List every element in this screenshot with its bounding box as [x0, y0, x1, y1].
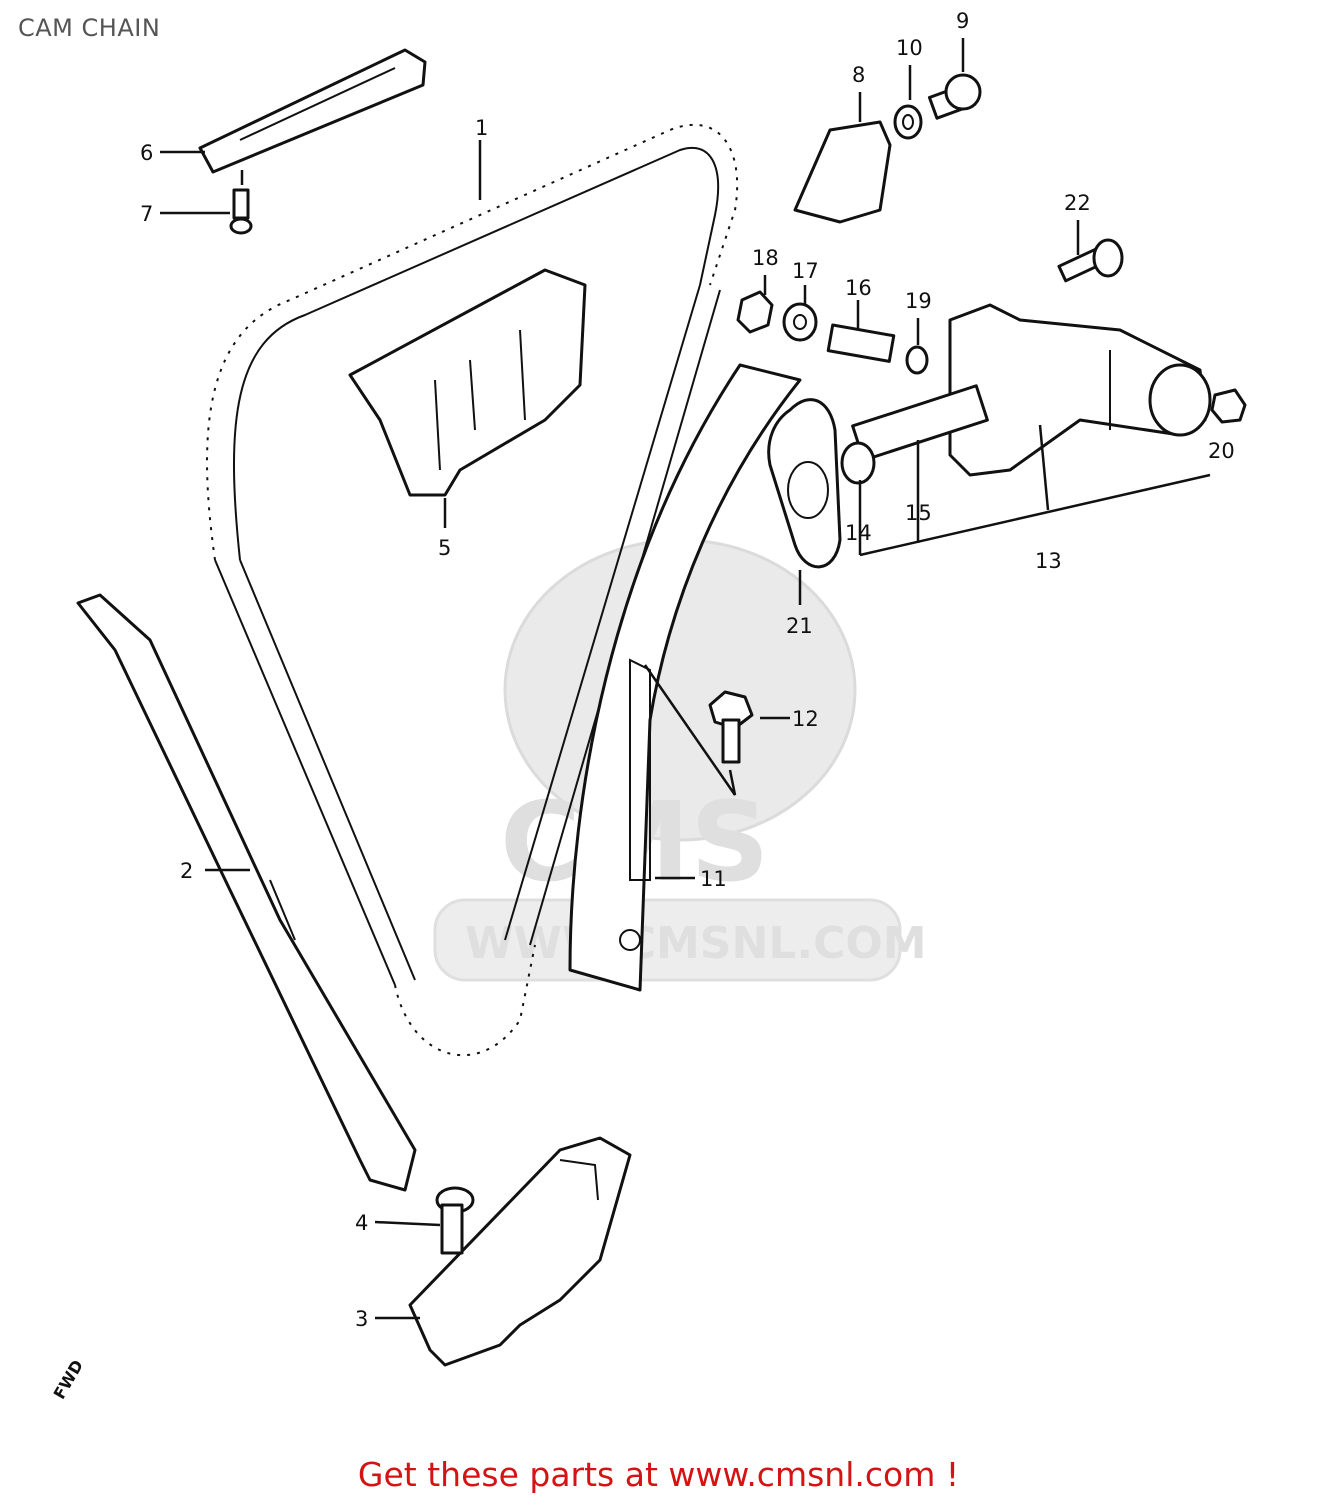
- callout-6: 6: [140, 141, 153, 165]
- spring-16: [826, 323, 896, 363]
- page-title: CAM CHAIN: [18, 14, 161, 42]
- callout-9: 9: [956, 9, 969, 33]
- callout-2: 2: [180, 859, 193, 883]
- cmsnl-watermark: CMS WWW.CMSNL.COM: [433, 538, 927, 982]
- bolt-22: [1057, 238, 1124, 283]
- callout-13: 13: [1035, 549, 1062, 573]
- chain-guide-left: [76, 593, 417, 1192]
- screw-9: [927, 73, 982, 120]
- callout-10: 10: [896, 36, 923, 60]
- callout-7: 7: [140, 202, 153, 226]
- callout-labels: 1 2 3 4 5 6 7 8 9 10 11 12 13 14 15 16 1…: [140, 9, 1235, 1331]
- nut-20: [1210, 388, 1247, 424]
- callout-4: 4: [355, 1211, 368, 1235]
- callout-20: 20: [1208, 439, 1235, 463]
- tensioner-arm: [568, 363, 802, 992]
- callout-12: 12: [792, 707, 819, 731]
- callout-22: 22: [1064, 191, 1091, 215]
- cam-chain: [206, 123, 739, 1057]
- callout-14: 14: [845, 521, 872, 545]
- chain-guide-center: [348, 268, 587, 497]
- upper-chain-guide: [198, 48, 427, 174]
- callout-5: 5: [438, 536, 451, 560]
- chain-guide-holder: [408, 1136, 632, 1367]
- footer-link[interactable]: Get these parts at www.cmsnl.com !: [357, 1455, 960, 1494]
- callout-21: 21: [786, 614, 813, 638]
- callout-11: 11: [700, 867, 727, 891]
- callout-15: 15: [905, 501, 932, 525]
- fwd-mark: FWD: [50, 1357, 87, 1403]
- callout-16: 16: [845, 276, 872, 300]
- watermark-url: WWW.CMSNL.COM: [465, 918, 927, 969]
- tensioner-cap: [793, 120, 892, 224]
- o-ring-19: [905, 345, 929, 375]
- callout-3: 3: [355, 1307, 368, 1331]
- nut-18: [736, 290, 774, 334]
- leader-lines: [160, 38, 1211, 1320]
- washer-17: [782, 302, 818, 342]
- holder-bolt: [435, 1186, 475, 1255]
- callout-17: 17: [792, 259, 819, 283]
- tensioner-body: [948, 303, 1212, 477]
- push-rod-14: [840, 441, 876, 485]
- gasket-21: [767, 398, 842, 569]
- callout-8: 8: [852, 63, 865, 87]
- callout-19: 19: [905, 289, 932, 313]
- callout-18: 18: [752, 246, 779, 270]
- guide-screw: [229, 170, 253, 235]
- bolt-12: [708, 690, 754, 764]
- washer-10: [893, 104, 923, 140]
- callout-1: 1: [475, 116, 488, 140]
